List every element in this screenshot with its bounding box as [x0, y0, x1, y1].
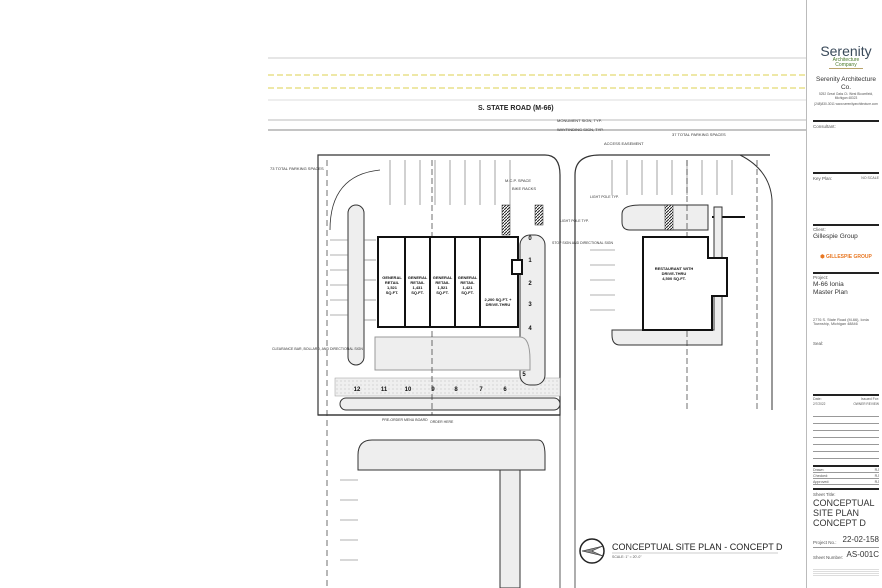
issued-for-label: Issued For: — [861, 397, 879, 401]
mcp-space-note: M.C.P. SPACE — [505, 178, 531, 183]
queue-number: 2 — [528, 281, 532, 287]
restaurant: RESTAURANT WITH DRIVE-THRU 4,500 SQ.FT. — [648, 266, 700, 281]
queue-number: 12 — [354, 387, 361, 393]
issue-for: OWNER REVIEW — [853, 402, 879, 406]
queue-number: 4 — [528, 326, 532, 332]
copyright-note — [813, 568, 879, 576]
north-arrow-icon — [579, 538, 605, 564]
queue-number: 0 — [528, 236, 532, 242]
monument-sign-note: MONUMENT SIGN, TYP. — [557, 118, 602, 123]
firm-contact: (248)830-3011 www.serenityarchitecture.c… — [814, 102, 878, 106]
drawing-title: CONCEPTUAL SITE PLAN - CONCEPT D — [612, 542, 783, 552]
key-plan-label: Key Plan: — [813, 176, 833, 181]
retail-unit-2-area: 1,431 SQ.FT. — [411, 285, 424, 295]
firm-logo: Serenity Architecture Company — [813, 44, 879, 69]
drawing-title-block: CONCEPTUAL SITE PLAN - CONCEPT D SCALE: … — [579, 538, 783, 564]
retail-unit-1: GENERAL RETAIL 1,521 SQ.FT. — [381, 275, 403, 295]
retail-unit-2-label: GENERAL RETAIL — [407, 275, 428, 285]
road-name: S. STATE ROAD (M-66) — [478, 105, 554, 112]
order-here-note: ORDER HERE — [430, 420, 454, 424]
approved-value: RJ — [874, 480, 879, 484]
sheet-number-label: Sheet Number: — [813, 555, 844, 560]
light-pole-note-2: LIGHT POLE TYP. — [590, 195, 619, 199]
restaurant-building — [642, 236, 728, 331]
seal-label: Seal: — [813, 341, 824, 346]
bike-racks-note: BIKE RACKS — [512, 186, 536, 191]
site-plan-drawing: S. STATE ROAD (M-66) — [268, 57, 806, 588]
issue-date: 2/7/2022 — [813, 402, 826, 406]
queue-number: 5 — [522, 372, 526, 378]
right-parking-lot — [574, 154, 773, 410]
retail-unit-1-label: GENERAL RETAIL — [382, 275, 402, 285]
firm-address: 5252 Great Oaks Ct. West Bloomfield, Mic… — [819, 92, 873, 100]
queue-number: 11 — [381, 387, 388, 393]
drive-thru-queue: 0 1 2 3 4 5 6 7 8 9 10 11 12 — [354, 236, 533, 393]
checked-label: Checked:RJ — [813, 474, 879, 479]
clearance-bar-note: CLEARANCE BAR, BOLLARD, AND DIRECTIONAL … — [272, 347, 363, 351]
firm-name: Serenity Architecture Co. — [816, 76, 876, 91]
road: S. STATE ROAD (M-66) — [268, 57, 806, 131]
date-label: Date: — [813, 397, 822, 401]
sheet-number: AS-001C — [846, 550, 879, 559]
logo-subtitle: Architecture Company — [829, 58, 863, 69]
retail-building — [377, 204, 544, 328]
queue-number: 3 — [528, 302, 532, 308]
project-address: 2776 S. State Road (M-66), Ionia Townshi… — [813, 318, 869, 326]
project-number-row: Project No.: 22-02-158 — [813, 535, 879, 548]
restaurant-label: RESTAURANT WITH DRIVE-THRU — [654, 266, 694, 276]
client-logo: ⬢ GILLESPIE GROUP — [813, 254, 879, 260]
queue-number: 9 — [431, 387, 435, 393]
wayfinding-sign-note: WAYFINDING SIGN, TYP. — [557, 127, 604, 132]
light-pole-note: LIGHT POLE TYP. — [560, 219, 589, 223]
consultant-label: Consultant: — [813, 124, 836, 129]
lower-drive-aisle — [318, 410, 576, 588]
queue-number: 10 — [405, 387, 412, 393]
annotations: 73 TOTAL PARKING SPACES 37 TOTAL PARKING… — [270, 118, 726, 424]
retail-unit-4: GENERAL RETAIL 1,421 SQ.FT. — [457, 275, 478, 295]
restaurant-area: 4,500 SQ.FT. — [662, 276, 686, 281]
project-name: M-66 Ionia Master Plan — [813, 281, 848, 296]
client-name: Gillespie Group — [813, 233, 858, 240]
retail-unit-3-label: GENERAL RETAIL — [432, 275, 453, 285]
queue-number: 8 — [454, 387, 458, 393]
drawing-scale: SCALE: 1" = 20'-0" — [612, 555, 642, 559]
project-number-label: Project No.: — [813, 540, 837, 545]
sheet-number-row: Sheet Number: AS-001C — [813, 550, 879, 562]
drive-thru-unit-label: 2,200 SQ.FT. + DRIVE-THRU — [484, 297, 512, 307]
project-label: Project: — [813, 275, 829, 280]
retail-unit-4-area: 1,421 SQ.FT. — [461, 285, 474, 295]
right-parking-count: 37 TOTAL PARKING SPACES — [672, 132, 726, 137]
queue-number: 6 — [503, 387, 507, 393]
approved-label: Approved:RJ — [813, 480, 879, 485]
client-label: Client: — [813, 227, 826, 232]
title-block: Serenity Architecture Company Serenity A… — [806, 0, 882, 588]
client-logo-icon: ⬢ — [820, 254, 826, 260]
project-number: 22-02-158 — [842, 535, 879, 544]
left-parking-count: 73 TOTAL PARKING SPACES — [270, 166, 324, 171]
stop-sign-note: STOP SIGN AND DIRECTIONAL SIGN — [552, 241, 613, 245]
queue-number: 1 — [528, 258, 532, 264]
retail-unit-1-area: 1,521 SQ.FT. — [385, 285, 399, 295]
access-easement-note: ACCESS EASEMENT — [604, 141, 644, 146]
retail-unit-3-area: 1,521 SQ.FT. — [436, 285, 449, 295]
drawn-label: Drawn:RJ — [813, 468, 879, 473]
sheet-title: CONCEPTUAL SITE PLAN CONCEPT D — [813, 498, 875, 528]
retail-unit-4-label: GENERAL RETAIL — [457, 275, 478, 285]
key-plan-scale: NO SCALE — [861, 176, 879, 180]
left-parking-lot — [317, 154, 561, 588]
logo-name: Serenity — [820, 43, 872, 59]
revision-rows — [813, 410, 879, 464]
retail-unit-3: GENERAL RETAIL 1,521 SQ.FT. — [432, 275, 453, 295]
drawn-value: RJ — [874, 468, 879, 472]
queue-number: 7 — [479, 387, 483, 393]
sheet-title-label: Sheet Title: — [813, 492, 836, 497]
retail-unit-2: GENERAL RETAIL 1,431 SQ.FT. — [407, 275, 428, 295]
client-logo-text: GILLESPIE GROUP — [825, 254, 872, 260]
checked-value: RJ — [874, 474, 879, 478]
pre-order-note: PRE-ORDER MENU BOARD — [382, 418, 428, 422]
